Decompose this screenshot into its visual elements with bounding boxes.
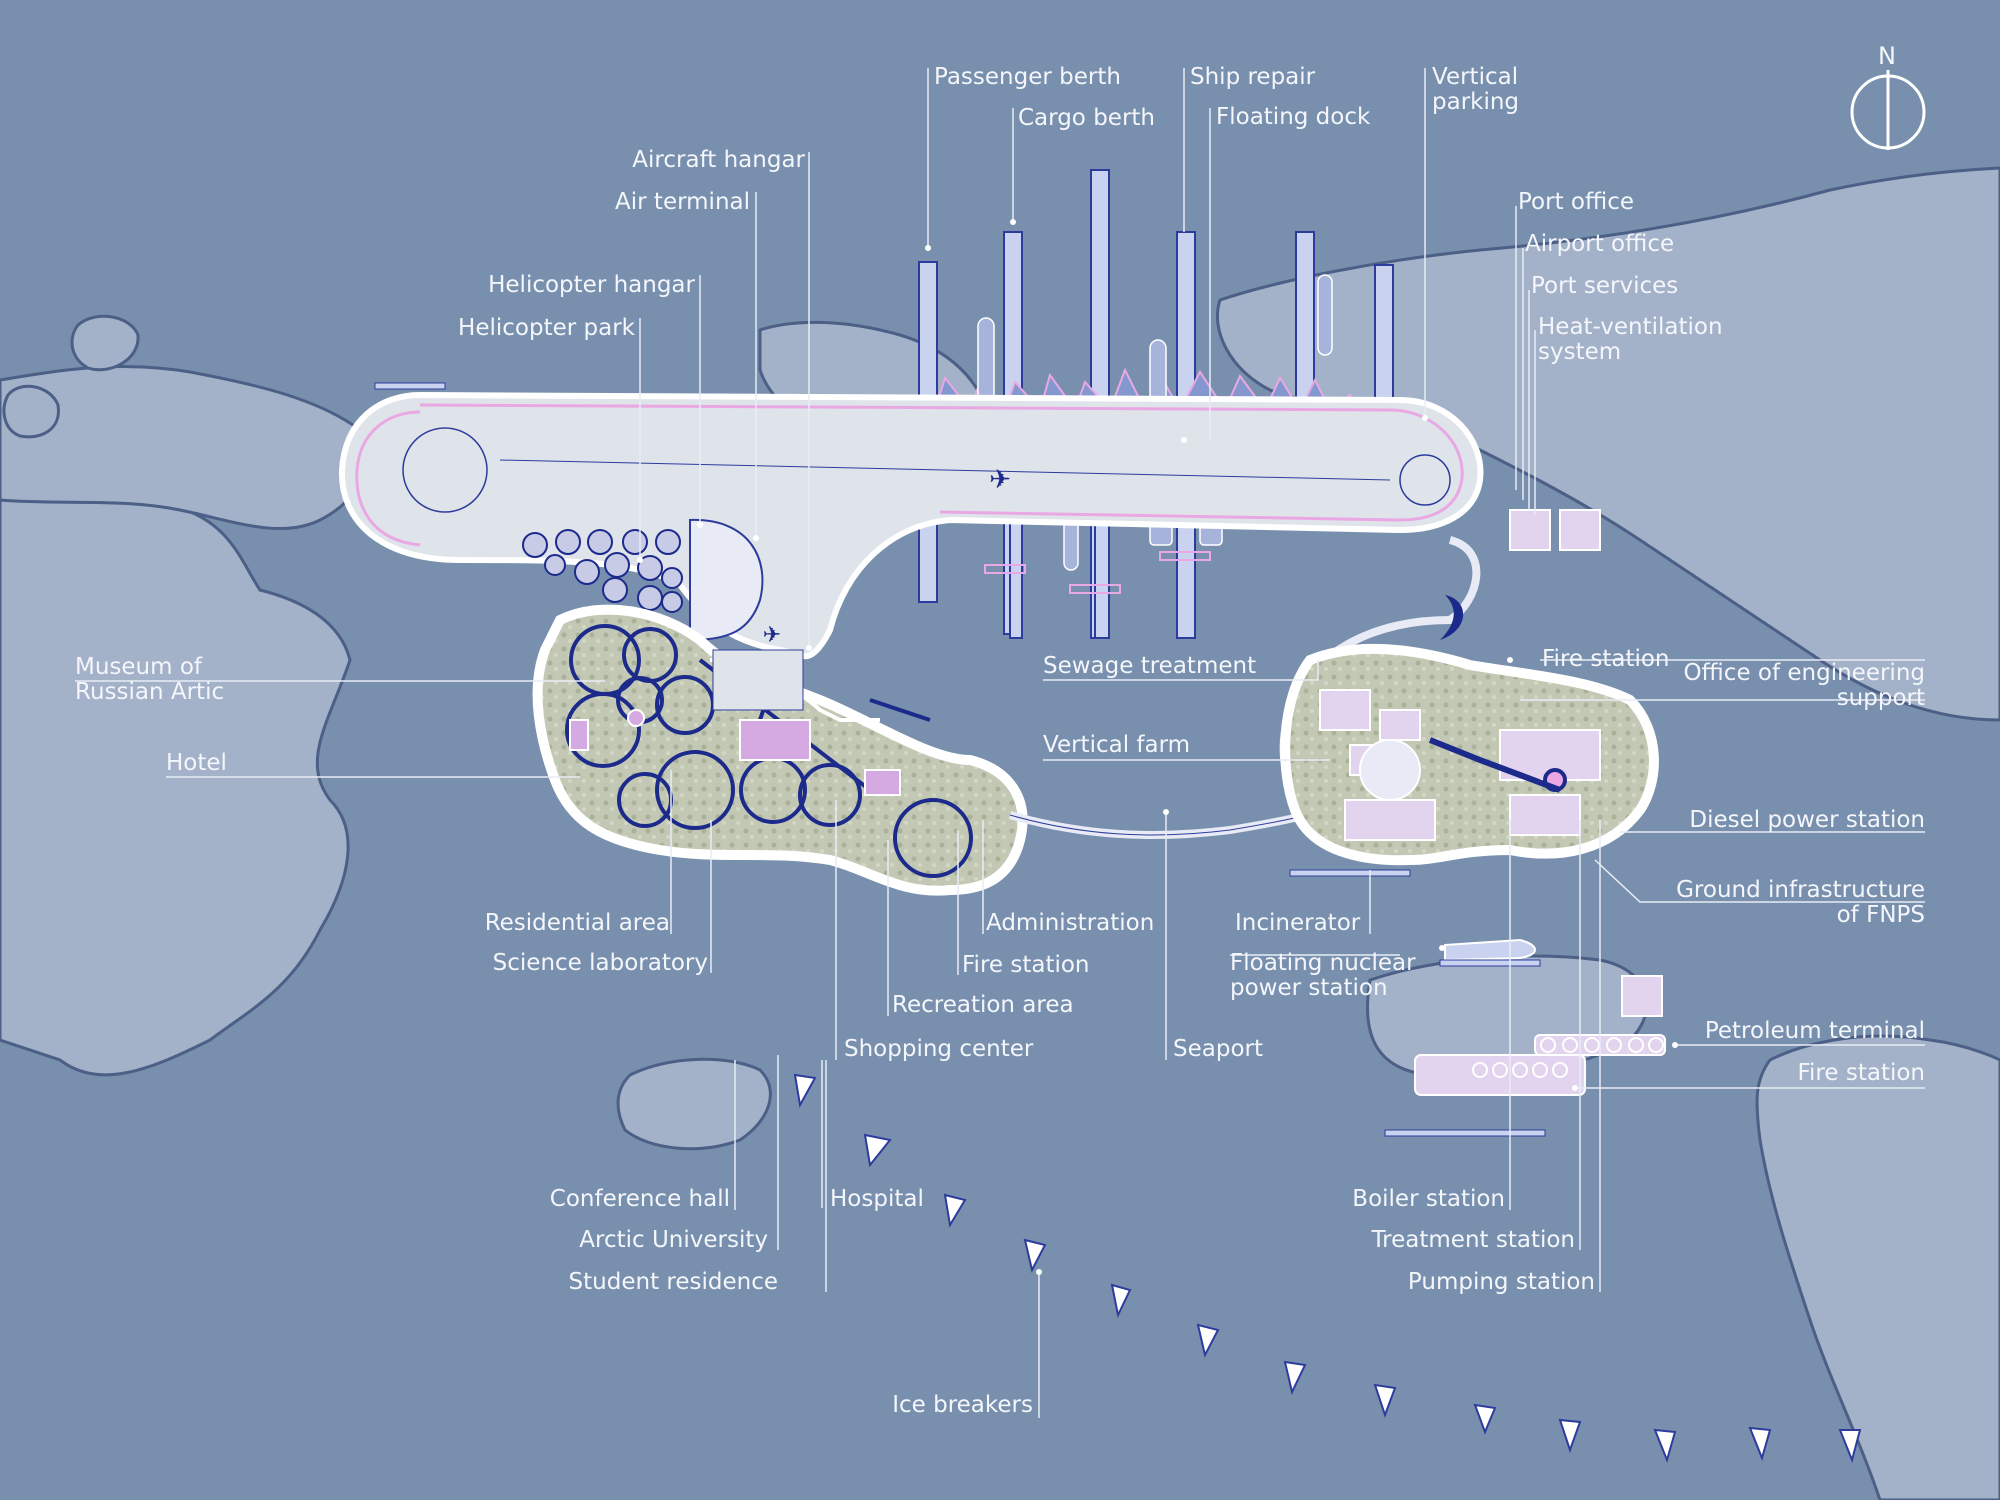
label-floating-dock: Floating dock [1216, 104, 1371, 130]
label-vertical-parking-line1: Vertical [1432, 64, 1519, 90]
label-conference-hall: Conference hall [549, 1186, 730, 1212]
label-port-services: Port services [1531, 273, 1679, 299]
pier-cross-markers [984, 551, 1211, 594]
label-residential-area: Residential area [484, 910, 670, 936]
label-incinerator: Incinerator [1235, 910, 1361, 936]
label-aircraft-hangar: Aircraft hangar [632, 147, 805, 173]
helicopter-park-pads [522, 529, 683, 613]
label-vertical-farm: Vertical farm [1043, 732, 1191, 758]
label-cargo-berth: Cargo berth [1018, 105, 1155, 131]
label-ground-infrastructure-line2: of FNPS [1836, 902, 1925, 928]
label-museum-line1: Museum of [75, 654, 203, 680]
leader-dots [637, 219, 1678, 1275]
helipads [1509, 509, 1663, 1017]
label-treatment-station: Treatment station [1371, 1227, 1576, 1253]
label-petroleum-terminal: Petroleum terminal [1704, 1018, 1925, 1044]
helicopter-hangar-shape [689, 518, 764, 642]
north-label: N [1878, 42, 1896, 70]
label-sewage-treatment: Sewage treatment [1043, 653, 1257, 679]
north-compass [1850, 70, 1926, 150]
floating-nuclear-station [1444, 938, 1536, 962]
ice-breaker-ships [793, 1073, 1862, 1464]
label-passenger-berth: Passenger berth [934, 64, 1121, 90]
label-shopping-center: Shopping center [844, 1036, 1034, 1062]
label-science-laboratory: Science laboratory [492, 950, 708, 976]
label-engineering-support-line1: Office of engineering [1683, 660, 1925, 686]
label-ground-infrastructure-line1: Ground infrastructure [1676, 877, 1925, 903]
leader-lines [75, 68, 1925, 1418]
petroleum-terminal [1414, 1034, 1666, 1096]
svg-text:✈: ✈ [763, 623, 781, 648]
label-heat-ventilation-line2: system [1538, 339, 1622, 365]
east-island [1280, 643, 1659, 866]
label-hospital: Hospital [830, 1186, 924, 1212]
label-air-terminal: Air terminal [615, 189, 750, 215]
label-seaport: Seaport [1173, 1036, 1263, 1062]
west-island [532, 604, 1028, 896]
airport-platform: ✈ ✈ [338, 382, 1484, 660]
label-heat-ventilation-line1: Heat-ventilation [1538, 314, 1723, 340]
crescent-parking [1440, 595, 1464, 640]
label-boiler-station: Boiler station [1352, 1186, 1505, 1212]
label-ship-repair: Ship repair [1190, 64, 1316, 90]
label-floating-nuclear-line2: power station [1230, 975, 1388, 1001]
label-ice-breakers: Ice breakers [892, 1392, 1033, 1418]
label-administration: Administration [986, 910, 1155, 936]
label-airport-office: Airport office [1525, 231, 1675, 257]
label-port-office: Port office [1518, 189, 1635, 215]
label-fire-station-south: Fire station [1797, 1060, 1925, 1086]
label-floating-nuclear-line1: Floating nuclear [1230, 950, 1416, 976]
label-arctic-university: Arctic University [579, 1227, 768, 1253]
label-diesel-power-station: Diesel power station [1689, 807, 1925, 833]
label-museum-line2: Russian Artic [75, 679, 225, 705]
label-vertical-parking-line2: parking [1432, 89, 1520, 115]
svg-text:✈: ✈ [989, 465, 1011, 495]
label-student-residence: Student residence [568, 1269, 778, 1295]
label-recreation-area: Recreation area [892, 992, 1074, 1018]
label-fire-station-north: Fire station [1542, 646, 1670, 672]
label-fire-station-west: Fire station [962, 952, 1090, 978]
label-hotel: Hotel [166, 750, 227, 776]
label-helicopter-park: Helicopter park [458, 315, 635, 341]
label-helicopter-hangar: Helicopter hangar [488, 272, 695, 298]
label-pumping-station: Pumping station [1407, 1269, 1595, 1295]
coastline-land [0, 166, 2000, 1500]
label-engineering-support-line2: support [1836, 685, 1925, 711]
